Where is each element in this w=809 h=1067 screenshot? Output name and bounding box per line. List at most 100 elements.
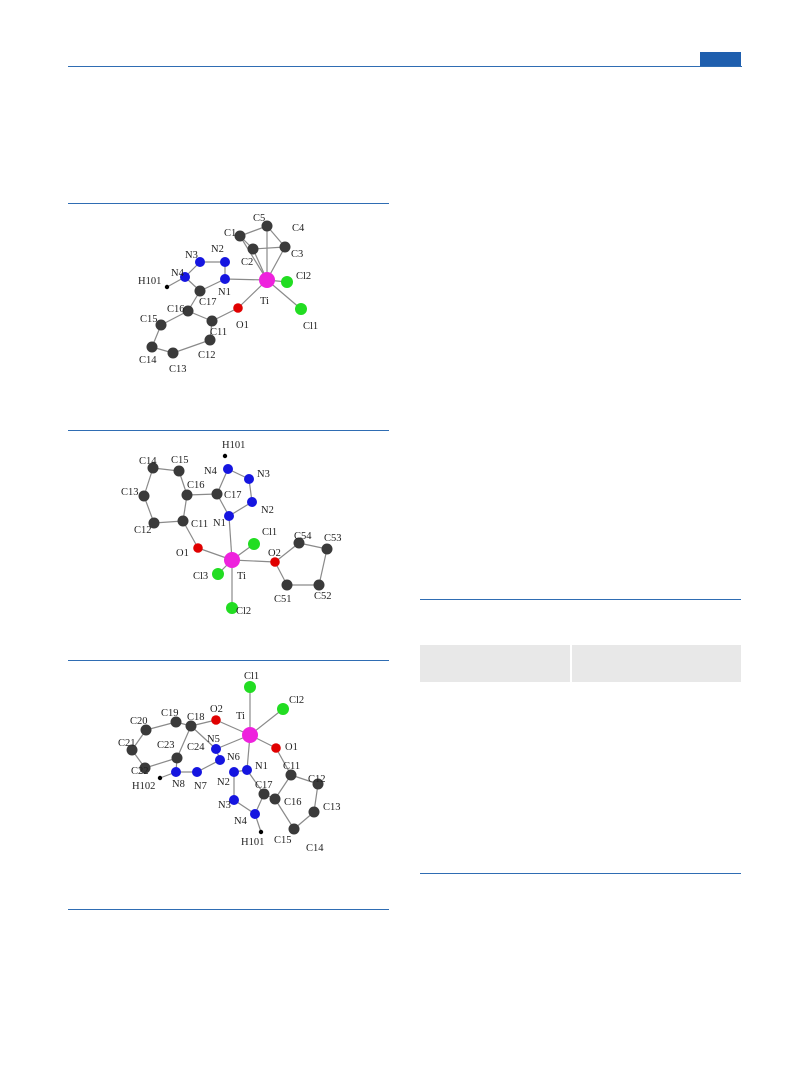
carbon-atom [247, 243, 259, 255]
chlorine-atom [244, 681, 256, 693]
molecular-structure-figure-3: Cl1 Cl2 O2 Ti C19 C18 C20 N5 O1 C23 C24 … [68, 662, 389, 862]
atom-label: C11 [191, 519, 208, 530]
carbon-atom [147, 462, 159, 474]
table-header-row [420, 645, 741, 682]
atom-label: N1 [255, 761, 268, 772]
atom-label: C14 [139, 355, 157, 366]
carbon-atom [155, 319, 167, 331]
carbon-atom [285, 769, 297, 781]
carbon-atom [177, 515, 189, 527]
atom-label: C5 [253, 213, 265, 224]
atom-label: Ti [236, 711, 245, 722]
carbon-atom [321, 543, 333, 555]
carbon-atom [140, 724, 152, 736]
nitrogen-atom [223, 464, 233, 474]
nitrogen-atom [242, 765, 252, 775]
nitrogen-atom [244, 474, 254, 484]
carbon-atom [126, 744, 138, 756]
atom-label: C1 [224, 228, 236, 239]
nitrogen-atom [224, 511, 234, 521]
carbon-atom [313, 579, 325, 591]
carbon-atom [185, 720, 197, 732]
atom-label: H102 [132, 781, 155, 792]
nitrogen-atom [195, 257, 205, 267]
nitrogen-atom [229, 795, 239, 805]
molecule-1-diagram: C5 C4 C1 C2 C3 N2 N3 N4 H101 N1 Ti Cl2 C… [138, 213, 318, 375]
hydrogen-atom [157, 775, 163, 781]
atom-labels: Cl1 Cl2 O2 Ti C19 C18 C20 N5 O1 C23 C24 … [118, 671, 341, 854]
atom-label: Cl3 [193, 571, 208, 582]
atom-label: O1 [176, 548, 189, 559]
molecule-2-diagram: H101 C14 C15 N4 N3 C16 C17 C13 N2 C12 C1… [121, 440, 342, 617]
atom-label: O2 [268, 548, 281, 559]
carbon-atom [170, 716, 182, 728]
carbon-atom [269, 793, 281, 805]
atom-label: C24 [187, 742, 205, 753]
chlorine-atom [295, 303, 307, 315]
molecule-3-diagram: Cl1 Cl2 O2 Ti C19 C18 C20 N5 O1 C23 C24 … [118, 671, 341, 854]
atom-label: N4 [234, 816, 248, 827]
atom-label: Cl2 [296, 271, 311, 282]
atom-label: H101 [138, 276, 161, 287]
table-header-cell [572, 645, 741, 682]
atom-label: C12 [198, 350, 216, 361]
carbon-atom [312, 778, 324, 790]
atom-label: C13 [323, 802, 341, 813]
carbon-atom [279, 241, 291, 253]
atom-label: C16 [284, 797, 302, 808]
oxygen-atom [271, 743, 281, 753]
carbon-atom [138, 490, 150, 502]
atom-label: C22 [131, 766, 149, 777]
carbon-atom [204, 334, 216, 346]
carbon-atom [139, 762, 151, 774]
atoms [138, 453, 333, 614]
carbon-atom [148, 517, 160, 529]
nitrogen-atom [247, 497, 257, 507]
chlorine-atom [277, 703, 289, 715]
atom-label: C53 [324, 533, 342, 544]
atom-label: C4 [292, 223, 305, 234]
atom-label: H101 [222, 440, 245, 451]
titanium-atom [242, 727, 258, 743]
atom-label: N4 [204, 466, 218, 477]
atom-label: C54 [294, 531, 312, 542]
molecular-structure-figure-2: H101 C14 C15 N4 N3 C16 C17 C13 N2 C12 C1… [68, 432, 389, 627]
oxygen-atom [193, 543, 203, 553]
carbon-atom [293, 537, 305, 549]
nitrogen-atom [250, 809, 260, 819]
atom-label: O1 [285, 742, 298, 753]
atom-label: N3 [185, 250, 198, 261]
atom-label: Ti [237, 571, 246, 582]
molecular-structure-figure-1: C5 C4 C1 C2 C3 N2 N3 N4 H101 N1 Ti Cl2 C… [68, 205, 389, 395]
atom-label: C12 [308, 774, 326, 785]
nitrogen-atom [215, 755, 225, 765]
atom-label: C16 [187, 480, 205, 491]
atom-label: Cl2 [236, 606, 251, 617]
atom-label: C15 [274, 835, 292, 846]
atom-label: N1 [218, 287, 231, 298]
atom-label: C51 [274, 594, 292, 605]
atom-label: C14 [139, 456, 157, 467]
atom-label: N2 [211, 244, 224, 255]
atom-label: N8 [172, 779, 185, 790]
carbon-atom [146, 341, 158, 353]
chlorine-atom [248, 538, 260, 550]
carbon-atom [288, 823, 300, 835]
atom-label: N4 [171, 268, 185, 279]
atom-label: N5 [207, 734, 220, 745]
atom-label: C14 [306, 843, 324, 854]
atom-label: C18 [187, 712, 205, 723]
carbon-atom [261, 220, 273, 232]
carbon-atom [182, 305, 194, 317]
carbon-atom [171, 752, 183, 764]
header-page-tab [700, 52, 741, 66]
carbon-atom [173, 465, 185, 477]
oxygen-atom [233, 303, 243, 313]
atoms [146, 220, 307, 359]
figure-3-bottom-rule [68, 909, 389, 910]
atom-label: Cl1 [262, 527, 277, 538]
table-bottom-rule [420, 873, 741, 874]
atom-label: C17 [199, 297, 217, 308]
oxygen-atom [270, 557, 280, 567]
figure-1-top-rule [68, 203, 389, 204]
